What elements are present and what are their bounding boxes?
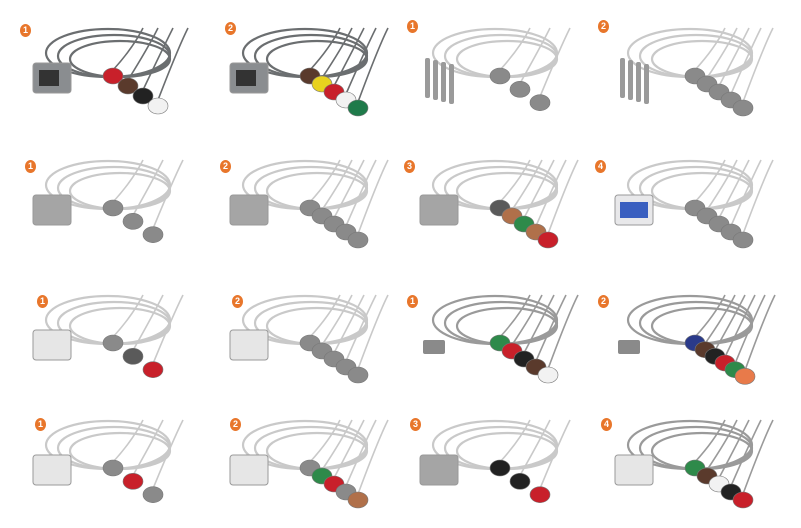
connector: [620, 58, 649, 104]
electrode-snap-lead: [489, 67, 511, 85]
electrode-snap-lead: [102, 199, 124, 217]
product-image[interactable]: 1: [8, 140, 208, 268]
ecg-cable-illustration: [419, 419, 571, 503]
number-badge: 2: [220, 160, 231, 173]
connector: [229, 194, 269, 226]
connector: [229, 62, 269, 94]
electrode-snap-lead: [732, 491, 754, 509]
product-image[interactable]: 2: [205, 140, 405, 268]
electrode-snap-lead: [732, 231, 754, 249]
product-image[interactable]: 2: [205, 275, 405, 403]
ecg-cable-illustration: [32, 419, 184, 503]
electrode-snap-lead: [102, 67, 124, 85]
connector: [32, 329, 72, 361]
electrode-snap-lead: [347, 366, 369, 384]
product-image[interactable]: 1: [8, 400, 208, 528]
number-badge: 1: [407, 295, 418, 308]
number-badge: 4: [601, 418, 612, 431]
connector: [419, 454, 459, 486]
ecg-cable-illustration: [620, 27, 774, 117]
ecg-cable-illustration: [229, 294, 389, 384]
number-badge: 1: [37, 295, 48, 308]
ecg-cable-illustration: [614, 419, 774, 509]
number-badge: 1: [20, 24, 31, 37]
ecg-cable-illustration: [423, 294, 579, 384]
ecg-cable-illustration: [229, 419, 389, 509]
electrode-snap-lead: [142, 361, 164, 378]
ecg-cable-illustration: [618, 294, 776, 385]
connector: [425, 58, 454, 104]
connector: [423, 340, 445, 354]
electrode-snap-lead: [132, 87, 154, 105]
number-badge: 1: [35, 418, 46, 431]
number-badge: 1: [25, 160, 36, 173]
number-badge: 3: [410, 418, 421, 431]
product-image[interactable]: 1: [395, 8, 595, 136]
product-image[interactable]: 3: [395, 400, 595, 528]
electrode-snap-lead: [347, 99, 369, 117]
electrode-snap-lead: [734, 368, 756, 385]
ecg-cable-illustration: [425, 27, 571, 111]
product-image[interactable]: 1: [8, 275, 208, 403]
electrode-snap-lead: [122, 213, 144, 230]
number-badge: 4: [595, 160, 606, 173]
product-image[interactable]: 4: [590, 140, 790, 268]
ecg-cable-illustration: [32, 27, 189, 115]
product-image[interactable]: 2: [590, 8, 790, 136]
connector: [614, 194, 654, 226]
electrode-snap-lead: [529, 486, 551, 503]
electrode-snap-lead: [732, 99, 754, 117]
electrode-snap-lead: [537, 366, 559, 384]
electrode-snap-lead: [509, 473, 531, 490]
connector: [229, 454, 269, 486]
ecg-cable-illustration: [614, 159, 774, 249]
electrode-snap-lead: [102, 459, 124, 477]
product-image[interactable]: 3: [395, 140, 595, 268]
connector: [618, 340, 640, 354]
product-image[interactable]: 1: [8, 8, 208, 136]
connector: [419, 194, 459, 226]
number-badge: 2: [598, 20, 609, 33]
number-badge: 1: [407, 20, 418, 33]
product-image[interactable]: 1: [395, 275, 595, 403]
electrode-snap-lead: [142, 486, 164, 503]
ecg-cable-illustration: [32, 294, 184, 378]
number-badge: 2: [598, 295, 609, 308]
number-badge: 2: [225, 22, 236, 35]
product-image[interactable]: 4: [590, 400, 790, 528]
electrode-snap-lead: [117, 77, 139, 95]
electrode-snap-lead: [347, 231, 369, 249]
product-image[interactable]: 2: [590, 275, 790, 403]
product-image[interactable]: 2: [205, 8, 405, 136]
electrode-snap-lead: [147, 97, 169, 115]
electrode-snap-lead: [122, 473, 144, 490]
electrode-snap-lead: [347, 491, 369, 509]
connector: [32, 62, 72, 94]
electrode-snap-lead: [509, 81, 531, 98]
electrode-snap-lead: [122, 348, 144, 365]
electrode-snap-lead: [142, 226, 164, 243]
number-badge: 3: [404, 160, 415, 173]
number-badge: 2: [230, 418, 241, 431]
electrode-snap-lead: [529, 94, 551, 111]
connector: [614, 454, 654, 486]
connector: [32, 194, 72, 226]
electrode-snap-lead: [489, 459, 511, 477]
ecg-cable-illustration: [229, 159, 389, 249]
ecg-cable-illustration: [32, 159, 184, 243]
ecg-cable-illustration: [229, 27, 389, 117]
connector: [229, 329, 269, 361]
ecg-cable-illustration: [419, 159, 579, 249]
electrode-snap-lead: [537, 231, 559, 249]
electrode-snap-lead: [102, 334, 124, 352]
number-badge: 2: [232, 295, 243, 308]
product-image[interactable]: 2: [205, 400, 405, 528]
connector: [32, 454, 72, 486]
